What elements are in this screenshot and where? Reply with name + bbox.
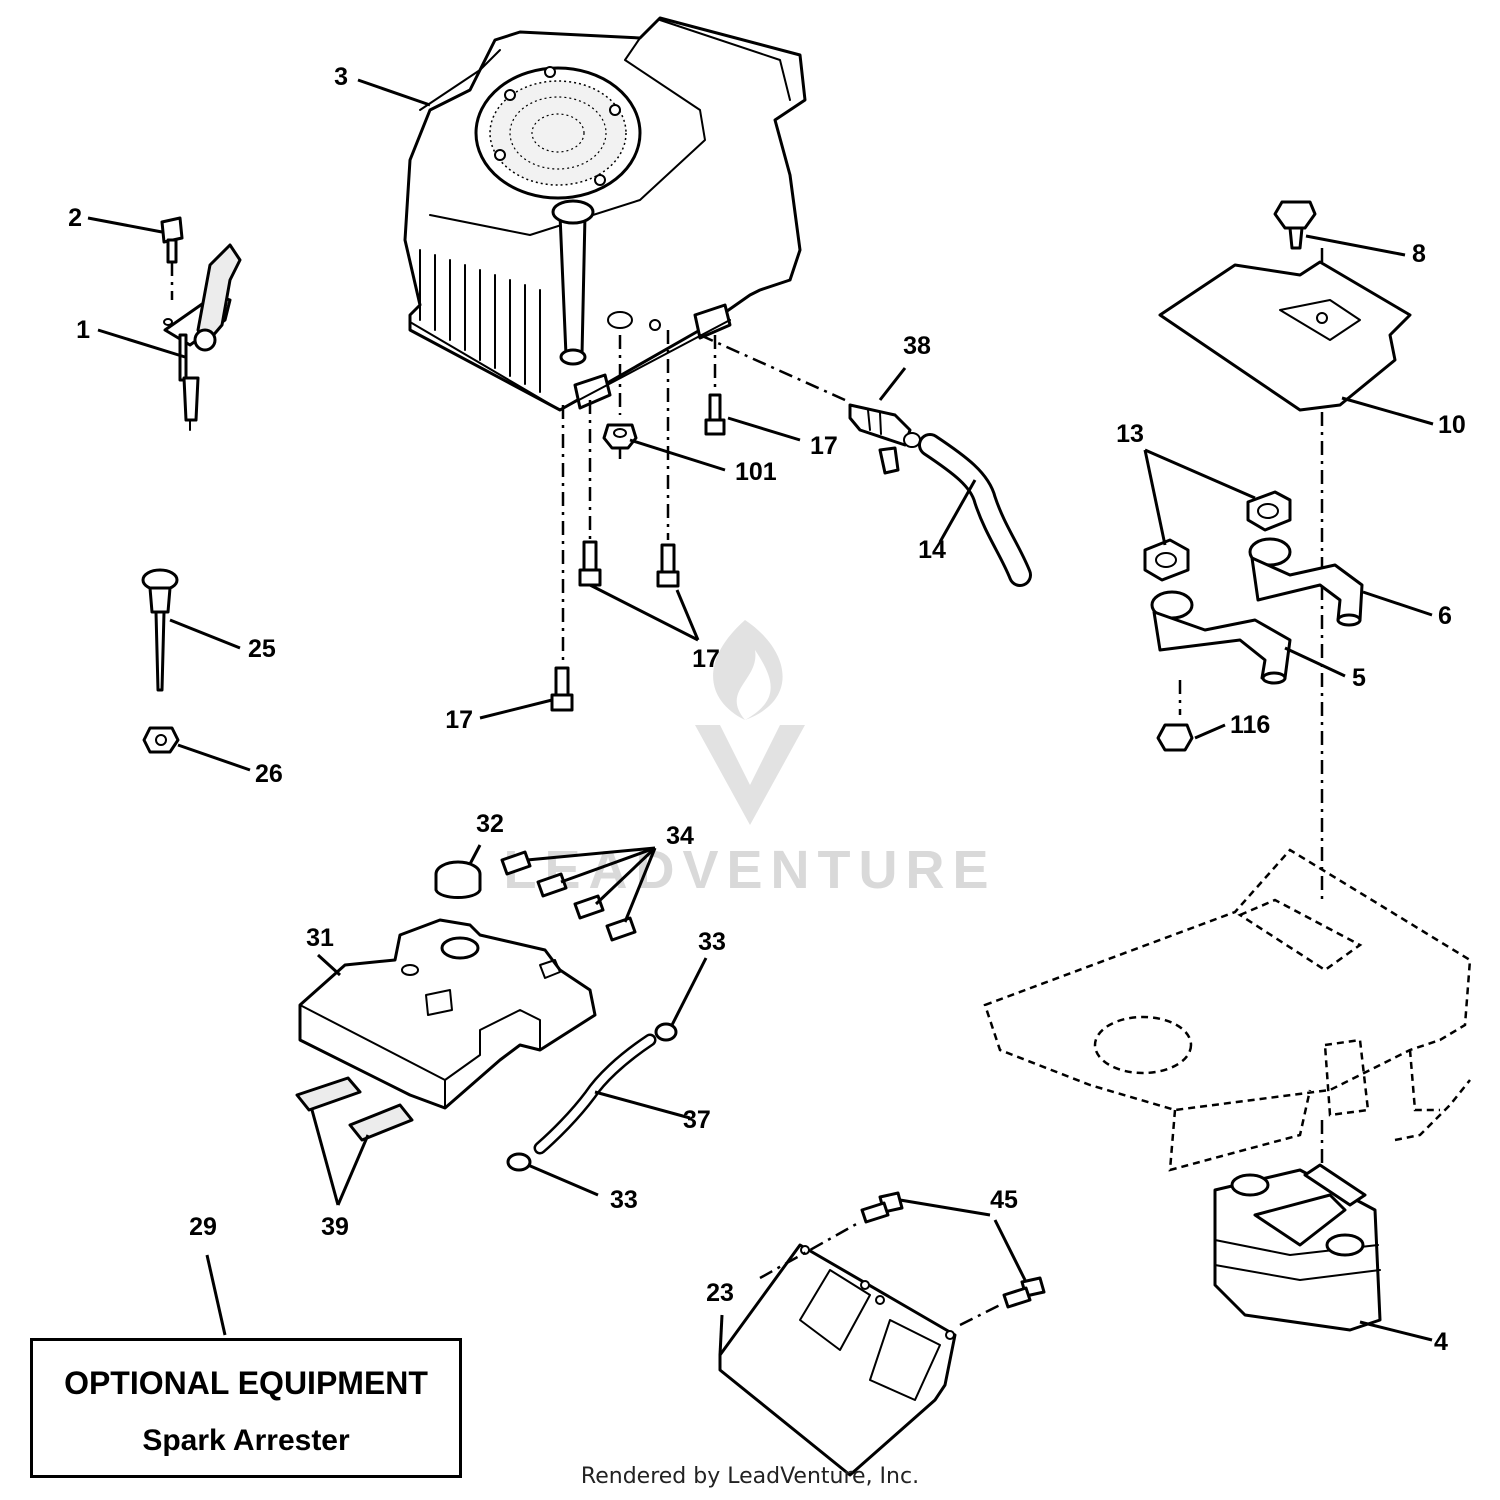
callout-23: 23 <box>706 1279 734 1307</box>
callout-17-mid: 17 <box>692 645 720 673</box>
callout-17-lower: 17 <box>445 706 473 734</box>
callout-33-top: 33 <box>698 928 726 956</box>
callout-13: 13 <box>1116 420 1144 448</box>
fuel-cap-32 <box>434 860 482 899</box>
cooling-fins <box>419 249 541 393</box>
pad-39-a <box>295 1076 362 1112</box>
optional-equipment-box: OPTIONAL EQUIPMENT Spark Arrester <box>30 1338 462 1478</box>
callout-116: 116 <box>1230 711 1270 739</box>
pad-34-b <box>536 872 568 898</box>
fuel-filter-38 <box>848 403 921 475</box>
callout-45: 45 <box>990 1186 1018 1214</box>
callout-34: 34 <box>666 822 694 850</box>
callout-10: 10 <box>1438 411 1466 439</box>
nut-116 <box>1156 723 1194 752</box>
watermark-flame-icon <box>713 620 783 720</box>
bolt-45-top <box>860 1191 904 1224</box>
pad-34-a <box>500 850 532 876</box>
spark-arrester-plate-23 <box>718 1243 957 1477</box>
bolt-17-lower <box>550 666 574 712</box>
bolt-17-upper <box>704 393 726 436</box>
screw-2 <box>160 216 184 264</box>
muffler-4 <box>1213 1163 1382 1332</box>
callout-31: 31 <box>306 924 334 952</box>
frame-outline <box>983 848 1472 1172</box>
callout-8: 8 <box>1412 240 1426 268</box>
callout-2: 2 <box>68 204 82 232</box>
watermark: LEADVENTURE <box>503 620 996 900</box>
pad-34-c <box>573 894 605 920</box>
callout-1: 1 <box>76 316 90 344</box>
callout-25: 25 <box>248 635 276 663</box>
callout-labels: 3 2 1 38 17 101 14 8 10 13 6 5 116 17 17… <box>68 63 1466 1356</box>
callout-14: 14 <box>918 536 946 564</box>
callout-33-bottom: 33 <box>610 1186 638 1214</box>
callout-32: 32 <box>476 810 504 838</box>
watermark-text: LEADVENTURE <box>503 840 996 900</box>
clamp-33-top <box>654 1022 678 1042</box>
bolt-45-bottom <box>1002 1276 1046 1309</box>
clamp-33-bottom <box>506 1152 532 1172</box>
choke-knob-25 <box>141 568 179 692</box>
callout-29: 29 <box>189 1213 217 1241</box>
callout-17-upper: 17 <box>810 432 838 460</box>
callout-4: 4 <box>1434 1328 1448 1356</box>
leader-lines <box>87 78 1434 1356</box>
bolt-17-mid-left <box>578 540 602 587</box>
exhaust-pipe-5 <box>1150 590 1292 685</box>
fuel-line-37 <box>533 1033 657 1155</box>
fuel-hose-14 <box>918 433 1032 587</box>
pad-39-b <box>348 1103 414 1142</box>
gasket-13-left <box>1143 538 1190 582</box>
engine-assembly <box>403 16 807 412</box>
exhaust-pipe-6 <box>1248 537 1364 627</box>
footer-credit: Rendered by LeadVenture, Inc. <box>580 1464 920 1489</box>
optional-equipment-subtitle: Spark Arrester <box>142 1424 350 1457</box>
callout-3: 3 <box>334 63 348 91</box>
pad-34-d <box>605 916 637 942</box>
nut-26 <box>142 726 180 754</box>
callout-6: 6 <box>1438 602 1452 630</box>
gasket-13-right <box>1246 490 1292 532</box>
knob-8 <box>1273 200 1317 250</box>
callout-37: 37 <box>683 1106 711 1134</box>
heat-shield-10 <box>1158 260 1412 412</box>
watermark-v-icon <box>695 725 805 825</box>
throttle-control <box>163 243 242 431</box>
nut-101 <box>602 423 638 450</box>
fuel-tank-31 <box>298 918 597 1110</box>
callout-38: 38 <box>903 332 931 360</box>
optional-equipment-title: OPTIONAL EQUIPMENT <box>64 1365 428 1401</box>
callout-5: 5 <box>1352 664 1366 692</box>
callout-39: 39 <box>321 1213 349 1241</box>
callout-101: 101 <box>735 458 777 486</box>
callout-26: 26 <box>255 760 283 788</box>
bolt-17-mid-right <box>656 543 680 588</box>
